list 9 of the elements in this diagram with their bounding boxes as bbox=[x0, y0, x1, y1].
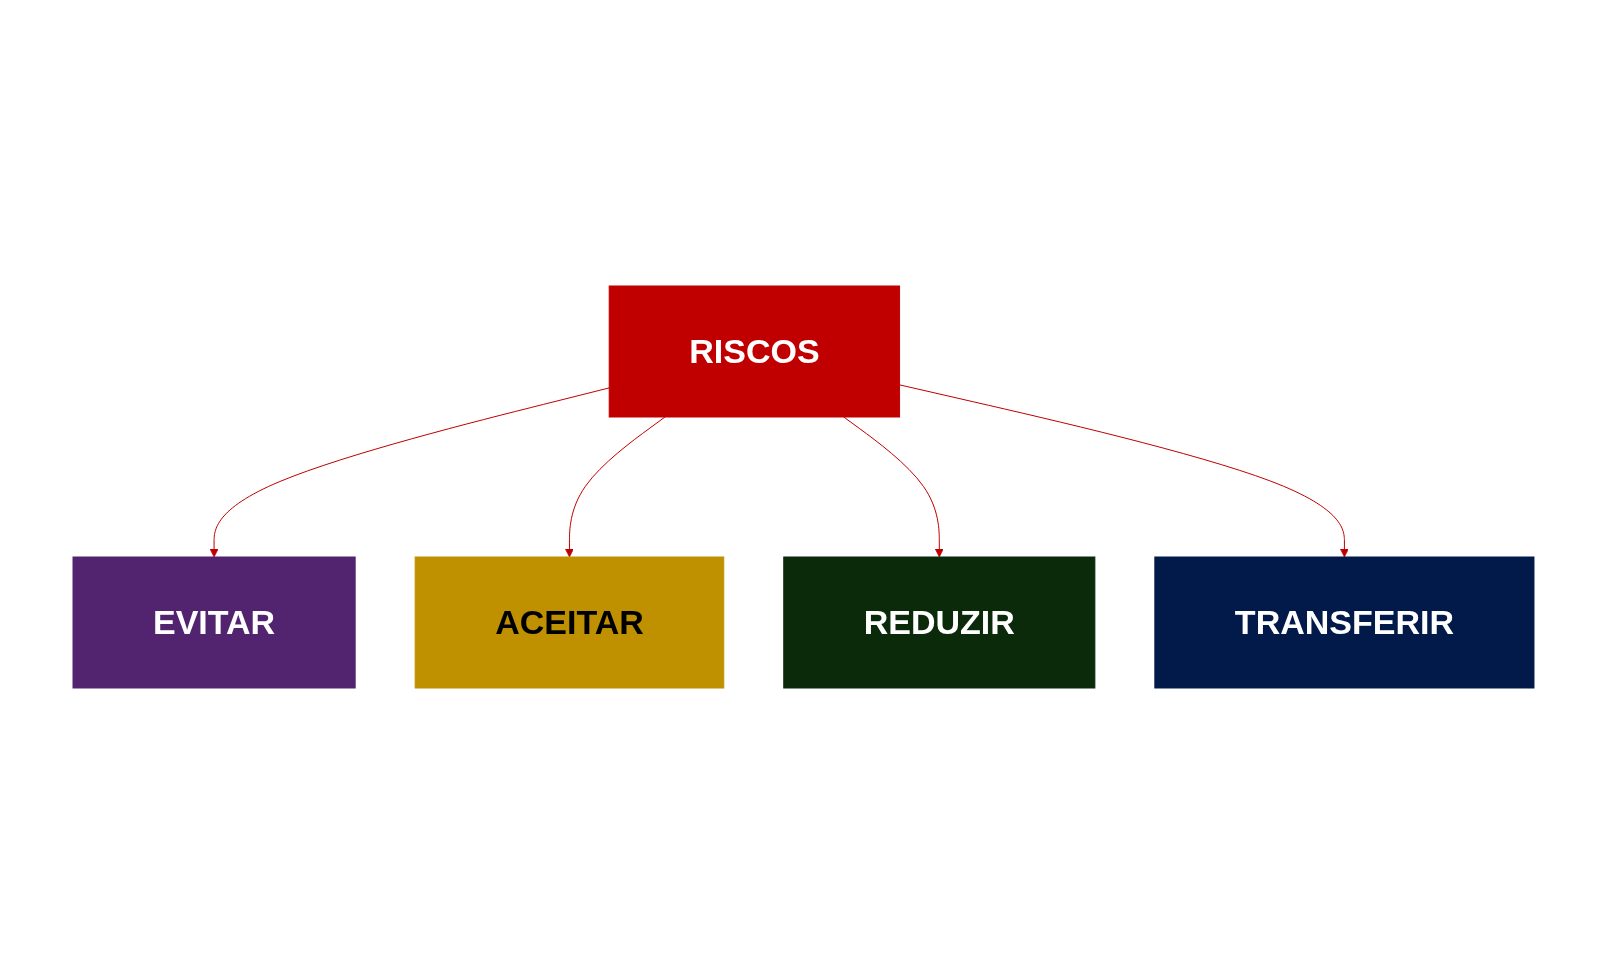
node-box: REDUZIR bbox=[782, 556, 1095, 688]
node-box: EVITAR bbox=[72, 556, 356, 688]
node-box: TRANSFERIR bbox=[1153, 556, 1534, 688]
node-box: ACEITAR bbox=[414, 556, 724, 688]
arrow bbox=[842, 416, 944, 557]
arrow bbox=[564, 416, 665, 557]
arrow bbox=[898, 383, 1349, 557]
node-box: RISCOS bbox=[608, 285, 900, 417]
arrow bbox=[209, 386, 610, 557]
